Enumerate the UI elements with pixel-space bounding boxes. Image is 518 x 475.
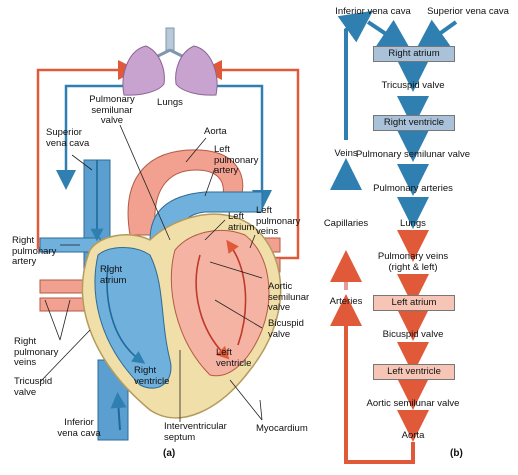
- flow-step-tricuspid-valve: Tricuspid valve: [381, 80, 445, 91]
- label-superior-vena-cava: Superior vena cava: [46, 127, 90, 149]
- flow-step-right-atrium: Right atrium: [373, 46, 455, 62]
- label-right-pulmonary-artery: Right pulmonary artery: [12, 235, 57, 267]
- label-aorta: Aorta: [204, 126, 227, 137]
- flow-step-right-ventricle: Right ventricle: [373, 115, 455, 131]
- flow-step-aorta: Aorta: [401, 430, 425, 441]
- flow-step-pulmonary-semilunar-valve: Pulmonary semilunar valve: [355, 149, 471, 160]
- label-right-pulmonary-veins: Right pulmonary veins: [14, 336, 59, 368]
- panel-b-label: (b): [450, 448, 463, 459]
- label-bicuspid-valve: Bicuspid valve: [268, 318, 304, 340]
- label-interventricular-septum: Interventricular septum: [164, 421, 227, 443]
- heart-illustration: [39, 149, 282, 441]
- label-tricuspid-valve: Tricuspid valve: [14, 376, 53, 398]
- label-left-ventricle: Left ventricle: [216, 347, 252, 369]
- flow-side-arteries: Arteries: [329, 296, 363, 307]
- flow-step-pulmonary-veins: Pulmonary veins (right & left): [377, 251, 449, 273]
- lungs-illustration: [122, 27, 218, 96]
- flow-side-capillaries: Capillaries: [323, 218, 369, 229]
- label-lungs: Lungs: [157, 97, 183, 108]
- label-left-pulmonary-veins: Left pulmonary veins: [256, 205, 301, 237]
- label-myocardium: Myocardium: [256, 423, 308, 434]
- flow-step-aortic-semilunar-valve: Aortic semilunar valve: [366, 398, 460, 409]
- flow-step-lungs: Lungs: [400, 218, 426, 229]
- flow-side-veins: Veins: [334, 148, 358, 159]
- leader-lines: [39, 124, 263, 422]
- label-aortic-semilunar-valve: Aortic semilunar valve: [268, 281, 310, 313]
- flow-top-inferior-vena-cava: Inferior vena cava: [335, 6, 411, 17]
- panel-a-label: (a): [163, 448, 176, 459]
- flow-step-pulmonary-arteries: Pulmonary arteries: [373, 183, 453, 194]
- flow-step-bicuspid-valve: Bicuspid valve: [382, 329, 444, 340]
- label-left-atrium: Left atrium: [228, 211, 255, 233]
- flow-top-superior-vena-cava: Superior vena cava: [427, 6, 509, 17]
- flow-step-left-ventricle: Left ventricle: [373, 364, 455, 380]
- flow-step-left-atrium: Left atrium: [373, 295, 455, 311]
- label-left-pulmonary-artery: Left pulmonary artery: [214, 144, 259, 176]
- label-right-atrium: Right atrium: [100, 264, 127, 286]
- label-right-ventricle: Right ventricle: [134, 365, 170, 387]
- label-pulmonary-semilunar-valve: Pulmonary semilunar valve: [89, 94, 135, 126]
- label-inferior-vena-cava: Inferior vena cava: [57, 417, 101, 439]
- flow-arrows: [330, 10, 458, 464]
